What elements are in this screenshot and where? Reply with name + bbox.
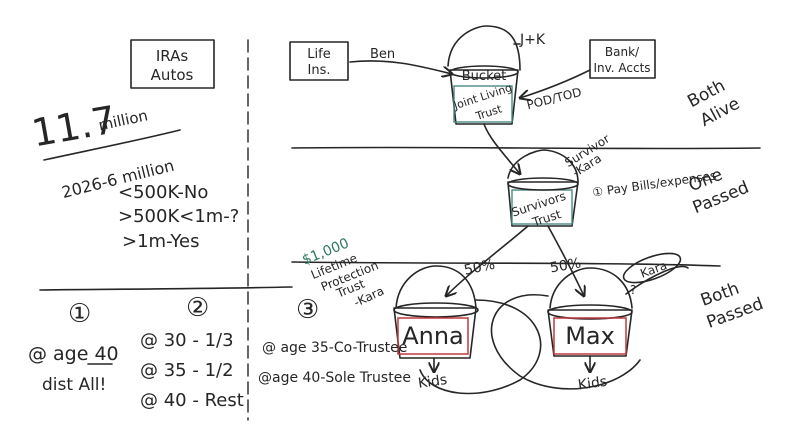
kara-right-line: [625, 265, 689, 295]
autos-label: Autos: [151, 66, 194, 84]
option-one: ① @ age 40 dist All!: [28, 299, 119, 395]
life-label: Life: [307, 47, 330, 62]
survivor-handle: [507, 149, 579, 183]
option-three-line-2: @age 40-Sole Trustee: [258, 370, 411, 386]
estate-value: 11.7 million 2026-6 million <500K-No >50…: [28, 98, 239, 252]
kara-right-circle: [622, 252, 682, 284]
bank-to-bucket-arrow: [520, 69, 591, 98]
survivor-to-max-arrow: [547, 225, 584, 296]
bank-label: Bank/: [605, 45, 640, 59]
joint-to-survivor-arrow: [483, 123, 520, 174]
pod-tod-label: POD/TOD: [525, 85, 583, 112]
anna-bucket-color-box: [397, 317, 469, 355]
joint-handle: [447, 25, 521, 71]
survivor-to-anna-arrow: [446, 225, 529, 296]
max-bucket-rim: [547, 304, 633, 320]
estate-underline: [43, 129, 181, 161]
option-three-number: ③: [296, 295, 319, 325]
survivor-bucket-rim: [507, 177, 579, 191]
option-two-line-2: @ 35 - 1/2: [140, 360, 234, 381]
divider-both-left: [39, 286, 293, 291]
rule-over-1m: >1m-Yes: [122, 231, 199, 252]
max-question: ?: [630, 283, 636, 297]
max-handle: [549, 267, 633, 309]
joint-bucket-color-box: [453, 85, 513, 123]
life-insurance-box: Life Ins. Ben: [289, 41, 452, 81]
option-two: ② @ 30 - 1/3 @ 35 - 1/2 @ 40 - Rest: [140, 293, 244, 411]
ben-label: Ben: [370, 47, 395, 62]
ins-label: Ins.: [308, 63, 331, 78]
joint-bucket-rim: [449, 65, 519, 79]
share-left: 50%: [463, 257, 497, 279]
accts-label: Inv. Accts: [593, 61, 650, 75]
option-three-line-1: @ age 35-Co-Trustee: [262, 340, 407, 356]
option-two-line-3: @ 40 - Rest: [140, 390, 244, 411]
option-one-line-1: @ age 40: [28, 343, 119, 365]
bank-accounts-box: Bank/ Inv. Accts POD/TOD: [520, 39, 656, 112]
life-to-bucket-arrow: [349, 60, 452, 74]
loop-anna: [419, 299, 542, 395]
max-bucket-body: [547, 309, 633, 357]
rule-500k-1m: >500K<1m-?: [118, 206, 239, 227]
anna-bucket-rim: [393, 302, 479, 318]
joint-label-2: Trust: [473, 102, 504, 123]
ira-autos-box: IRAs Autos: [130, 39, 215, 89]
option-one-line-2: dist All!: [42, 375, 106, 395]
max-name: Max: [565, 322, 615, 350]
survivors-trust: Survivors Trust Survivor -Kara ① Pay Bil…: [507, 132, 717, 230]
loop-max: [490, 294, 641, 390]
option-two-number: ②: [186, 293, 209, 323]
joint-living-trust: Bucket Joint Living Trust J+K: [447, 25, 546, 174]
bucket-word: Bucket: [462, 69, 506, 84]
share-right: 50%: [549, 255, 582, 276]
anna-name: Anna: [402, 322, 464, 350]
divider-one-both-right: [291, 261, 721, 267]
section-dividers: [39, 39, 761, 421]
rule-under-500k: <500K-No: [118, 182, 208, 203]
ira-label: IRAs: [156, 47, 188, 65]
option-two-line-1: @ 30 - 1/3: [140, 330, 234, 351]
jk-label: J+K: [519, 32, 546, 48]
option-three: ③ @ age 35-Co-Trustee @age 40-Sole Trust…: [258, 295, 411, 386]
option-one-number: ①: [68, 299, 91, 329]
survivor-bucket-body: [507, 181, 579, 227]
divider-alive-one: [291, 146, 761, 150]
anna-handle: [395, 265, 477, 309]
max-bucket-color-box: [553, 317, 627, 355]
